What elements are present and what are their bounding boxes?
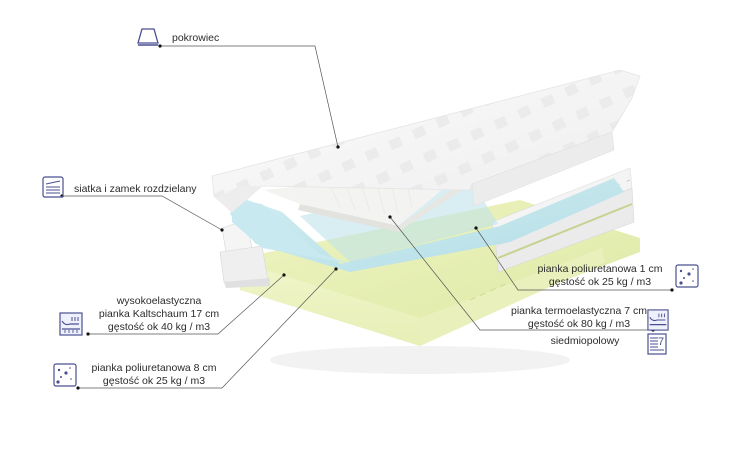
label-poly-foam-8cm: pianka poliuretanowa 8 cm gęstość ok 25 …: [91, 362, 217, 387]
leader-lines: [62, 45, 672, 389]
label-poly-foam-1cm: pianka poliuretanowa 1 cm gęstość ok 25 …: [537, 263, 663, 288]
floor-shadow: [270, 346, 570, 374]
mattress-cover: [211, 69, 641, 213]
label-cover: pokrowiec: [172, 32, 220, 44]
mesh-layers-icon: [42, 176, 64, 198]
label-seven-zone: siedmiopolowy: [550, 335, 620, 347]
mattress-cover-icon: [137, 28, 159, 46]
thermo-foam-icon: [647, 309, 669, 331]
label-cold-foam: wysokoelastyczna pianka Kaltschaum 17 cm…: [98, 295, 220, 333]
label-thermo-foam: pianka termoelastyczna 7 cm gęstość ok 8…: [511, 305, 647, 330]
seven-zone-icon: 7: [647, 333, 667, 355]
elastic-foam-icon: [59, 312, 83, 336]
foam-dots-icon: [53, 363, 77, 387]
foam-dots-icon: [675, 264, 699, 288]
label-mesh-zipper: siatka i zamek rozdzielany: [74, 183, 197, 195]
zone-count-badge: 7: [658, 336, 665, 348]
